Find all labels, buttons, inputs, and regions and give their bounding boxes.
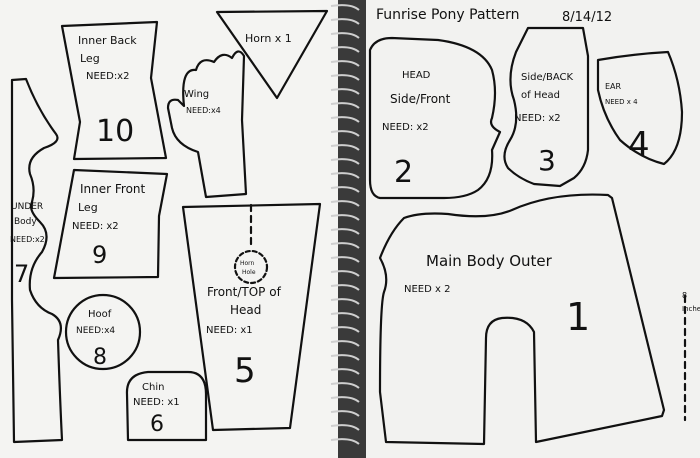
inner-back-leg-number: 10 (96, 114, 134, 149)
pattern-date: 8/14/12 (562, 10, 612, 25)
top-of-head-label-2: Head (230, 303, 261, 317)
hoof-number: 8 (93, 345, 107, 370)
ear-need: NEED x 4 (605, 98, 638, 106)
inner-front-leg-label: Inner Front (80, 182, 146, 196)
head-side-front-need: NEED: x2 (382, 122, 429, 133)
under-body-label: UNDER (11, 202, 43, 212)
hoof-need: NEED:x4 (76, 326, 115, 336)
horn-label: Horn x 1 (245, 32, 292, 45)
chin-need: NEED: x1 (133, 397, 180, 408)
measurement-unit: Inches (682, 305, 700, 313)
hoof-label: Hoof (88, 309, 112, 320)
head-side-front-label-2: Side/Front (390, 92, 451, 106)
hoof-outline (64, 293, 142, 371)
inner-back-leg-need: NEED:x2 (86, 71, 129, 82)
horn-hole-label-2: Hole (242, 269, 256, 276)
under-body-outline (10, 77, 64, 444)
side-back-head-need: NEED: x2 (514, 113, 561, 124)
right-page (366, 0, 700, 458)
top-of-head-label: Front/TOP of (207, 285, 282, 299)
chin-outline (125, 370, 208, 442)
under-body-need: NEED:x2 (10, 235, 45, 244)
ear-number: 4 (628, 125, 650, 165)
head-side-front-label: HEAD (402, 70, 431, 81)
wing-label: Wing (184, 89, 209, 100)
main-body-outer-number: 1 (566, 295, 590, 339)
inner-front-leg-number: 9 (92, 241, 107, 269)
inner-front-leg-need: NEED: x2 (72, 221, 119, 232)
side-back-head-label-2: of Head (521, 90, 560, 101)
side-back-head-label: Side/BACK (521, 72, 574, 83)
main-body-outer-label: Main Body Outer (426, 252, 553, 270)
inner-back-leg-label: Inner Back (78, 34, 137, 47)
measurement-value: 8 (682, 291, 687, 300)
side-back-head-number: 3 (538, 144, 556, 177)
left-page (0, 0, 338, 458)
top-of-head-outline (181, 202, 322, 432)
ear-outline (596, 50, 684, 166)
horn-hole-label: Horn (240, 260, 255, 267)
pattern-title: Funrise Pony Pattern (376, 7, 520, 23)
main-body-outer-need: NEED x 2 (404, 284, 450, 295)
wing-outline (166, 50, 248, 199)
inner-back-leg-outline (60, 20, 168, 161)
main-body-outer-outline (378, 193, 666, 446)
inner-front-leg-label-2: Leg (78, 201, 98, 214)
top-of-head-need: NEED: x1 (206, 325, 253, 336)
wing-need: NEED:x4 (186, 106, 221, 115)
inner-back-leg-label-2: Leg (80, 52, 100, 65)
inner-front-leg-outline (52, 168, 169, 280)
side-back-head-outline (503, 26, 590, 188)
head-side-front-number: 2 (394, 155, 413, 190)
horn-hole-outline (233, 249, 269, 285)
chin-label: Chin (142, 382, 164, 393)
chin-number: 6 (150, 412, 164, 437)
horn-outline (215, 9, 329, 100)
ear-label: EAR (605, 82, 622, 91)
top-of-head-number: 5 (234, 351, 256, 391)
spiral-coils (330, 4, 360, 445)
head-side-front-outline (368, 36, 502, 200)
under-body-label-2: Body (14, 217, 37, 227)
under-body-number: 7 (14, 260, 29, 288)
